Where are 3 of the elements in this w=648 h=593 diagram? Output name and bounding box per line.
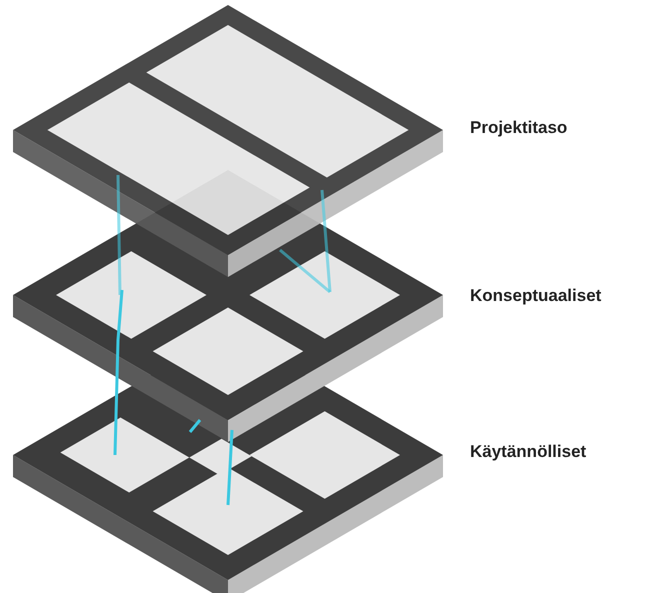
layer-label: Käytännölliset [470,442,586,462]
layer-label: Konseptuaaliset [470,286,602,306]
layer-label: Projektitaso [470,118,568,138]
